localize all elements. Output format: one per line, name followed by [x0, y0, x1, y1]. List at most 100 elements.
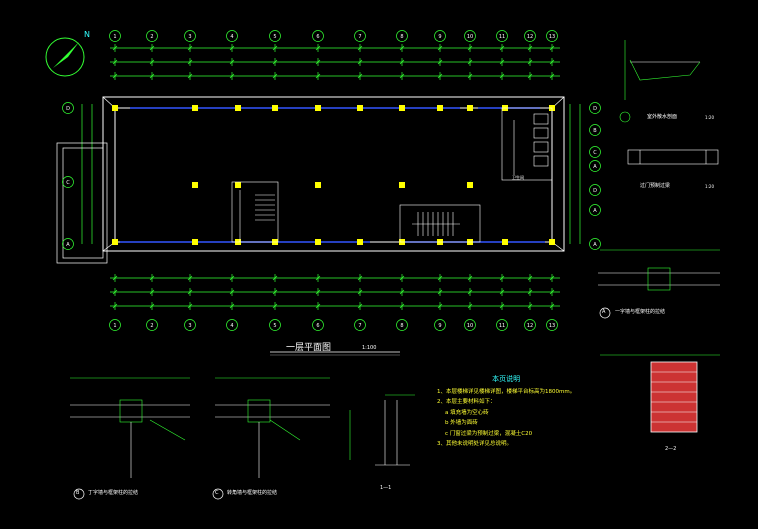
grid-bubble: 13 [546, 319, 558, 331]
grid-bubble: 6 [312, 319, 324, 331]
windows [120, 107, 545, 243]
column [272, 105, 278, 111]
grid-bubble: 2 [146, 319, 158, 331]
svg-text:12: 12 [527, 323, 533, 329]
grid-bubble: 11 [496, 30, 508, 42]
toilet-area [501, 107, 553, 181]
grid-bubble: 11 [496, 319, 508, 331]
grid-bubble: D [62, 102, 74, 114]
detail-section-1-1 [349, 394, 415, 466]
svg-text:6: 6 [316, 323, 319, 329]
grid-bubble: 10 [464, 30, 476, 42]
svg-text:12: 12 [527, 34, 533, 40]
svg-text:A: A [593, 208, 597, 214]
column [112, 105, 118, 111]
plan-title: 一层平面图 [286, 343, 332, 353]
svg-text:9: 9 [438, 34, 441, 40]
grid-bubble: A [589, 160, 601, 172]
svg-text:2: 2 [150, 34, 153, 40]
svg-text:A: A [66, 242, 70, 248]
grid-bubble: A [589, 238, 601, 250]
column [467, 105, 473, 111]
svg-text:3: 3 [188, 323, 191, 329]
section-1-1-label: 1—1 [380, 485, 392, 491]
room-label: 卫生间 [512, 175, 524, 180]
grid-bubble: 5 [269, 319, 281, 331]
grid-bubble: 3 [184, 319, 196, 331]
grid-bubble: C [589, 146, 601, 158]
grid-bubble: 4 [226, 30, 238, 42]
detail-a-title: 一字墙与框架柱的拉结 [615, 309, 666, 315]
svg-text:1: 1 [113, 323, 116, 329]
grid-bubble: 8 [396, 319, 408, 331]
grid-bubble: A [62, 238, 74, 250]
grid-bubble: 4 [226, 319, 238, 331]
grid-bubble: A [589, 204, 601, 216]
notes-line: c 门窗过梁为预制过梁，混凝土C20 [445, 430, 533, 437]
outdoor-steps-title: 室外散水剖面 [647, 114, 678, 120]
detail-b-title: 丁字墙与框架柱的拉结 [88, 490, 139, 496]
grid-bubble: 10 [464, 319, 476, 331]
top-dimension-lines [110, 44, 560, 80]
column [467, 182, 473, 188]
grid-bubble: 1 [109, 319, 121, 331]
grid-bubble: B [589, 124, 601, 136]
columns [112, 105, 555, 245]
grid-bubble: C [62, 176, 74, 188]
svg-text:7: 7 [358, 34, 361, 40]
column [112, 239, 118, 245]
grid-axis-bubbles: 1122334455667788991010111112121313DCADBC… [62, 30, 601, 331]
grid-bubble: 13 [546, 30, 558, 42]
svg-text:C: C [593, 150, 597, 156]
svg-text:13: 13 [549, 34, 555, 40]
notes-line: 1、本层楼梯详见楼梯详图，楼梯平台标高为1800mm。 [437, 388, 576, 395]
detail-c-wall [215, 377, 330, 478]
svg-text:3: 3 [188, 34, 191, 40]
svg-text:11: 11 [499, 323, 505, 329]
svg-text:8: 8 [400, 34, 403, 40]
grid-bubble: D [589, 184, 601, 196]
outdoor-steps-scale: 1:20 [705, 115, 714, 120]
column [315, 182, 321, 188]
svg-text:D: D [593, 188, 597, 194]
grid-bubble: 12 [524, 30, 536, 42]
svg-text:D: D [593, 106, 597, 112]
svg-text:5: 5 [273, 34, 276, 40]
north-label: N [84, 30, 90, 39]
svg-text:4: 4 [230, 323, 233, 329]
detail-c-title: 转角墙与框架柱的拉结 [227, 490, 278, 496]
grid-bubble: 7 [354, 319, 366, 331]
column [549, 239, 555, 245]
detail-outdoor-steps [619, 40, 701, 123]
detail-lintel [627, 149, 719, 165]
grid-bubble: 8 [396, 30, 408, 42]
svg-text:A: A [593, 164, 597, 170]
grid-bubble: 6 [312, 30, 324, 42]
grid-bubble: 7 [354, 30, 366, 42]
detail-b-wall [70, 377, 190, 478]
column [192, 239, 198, 245]
grid-bubble: 9 [434, 319, 446, 331]
notes-line: b 外墙为面砖 [445, 420, 478, 426]
column [315, 105, 321, 111]
grid-bubble: 2 [146, 30, 158, 42]
stair-left [231, 181, 279, 243]
column [357, 239, 363, 245]
svg-text:7: 7 [358, 323, 361, 329]
column [192, 182, 198, 188]
column [235, 182, 241, 188]
svg-text:A: A [593, 242, 597, 248]
column [502, 239, 508, 245]
svg-text:13: 13 [549, 323, 555, 329]
svg-text:D: D [66, 106, 70, 112]
svg-text:5: 5 [273, 323, 276, 329]
svg-text:6: 6 [316, 34, 319, 40]
svg-text:11: 11 [499, 34, 505, 40]
detail-section-2-2 [600, 354, 720, 433]
svg-text:9: 9 [438, 323, 441, 329]
svg-text:8: 8 [400, 323, 403, 329]
grid-bubble: 5 [269, 30, 281, 42]
notes-line: 3、其他未说明处详见总说明。 [437, 441, 513, 447]
detail-b-num: B [76, 490, 80, 496]
